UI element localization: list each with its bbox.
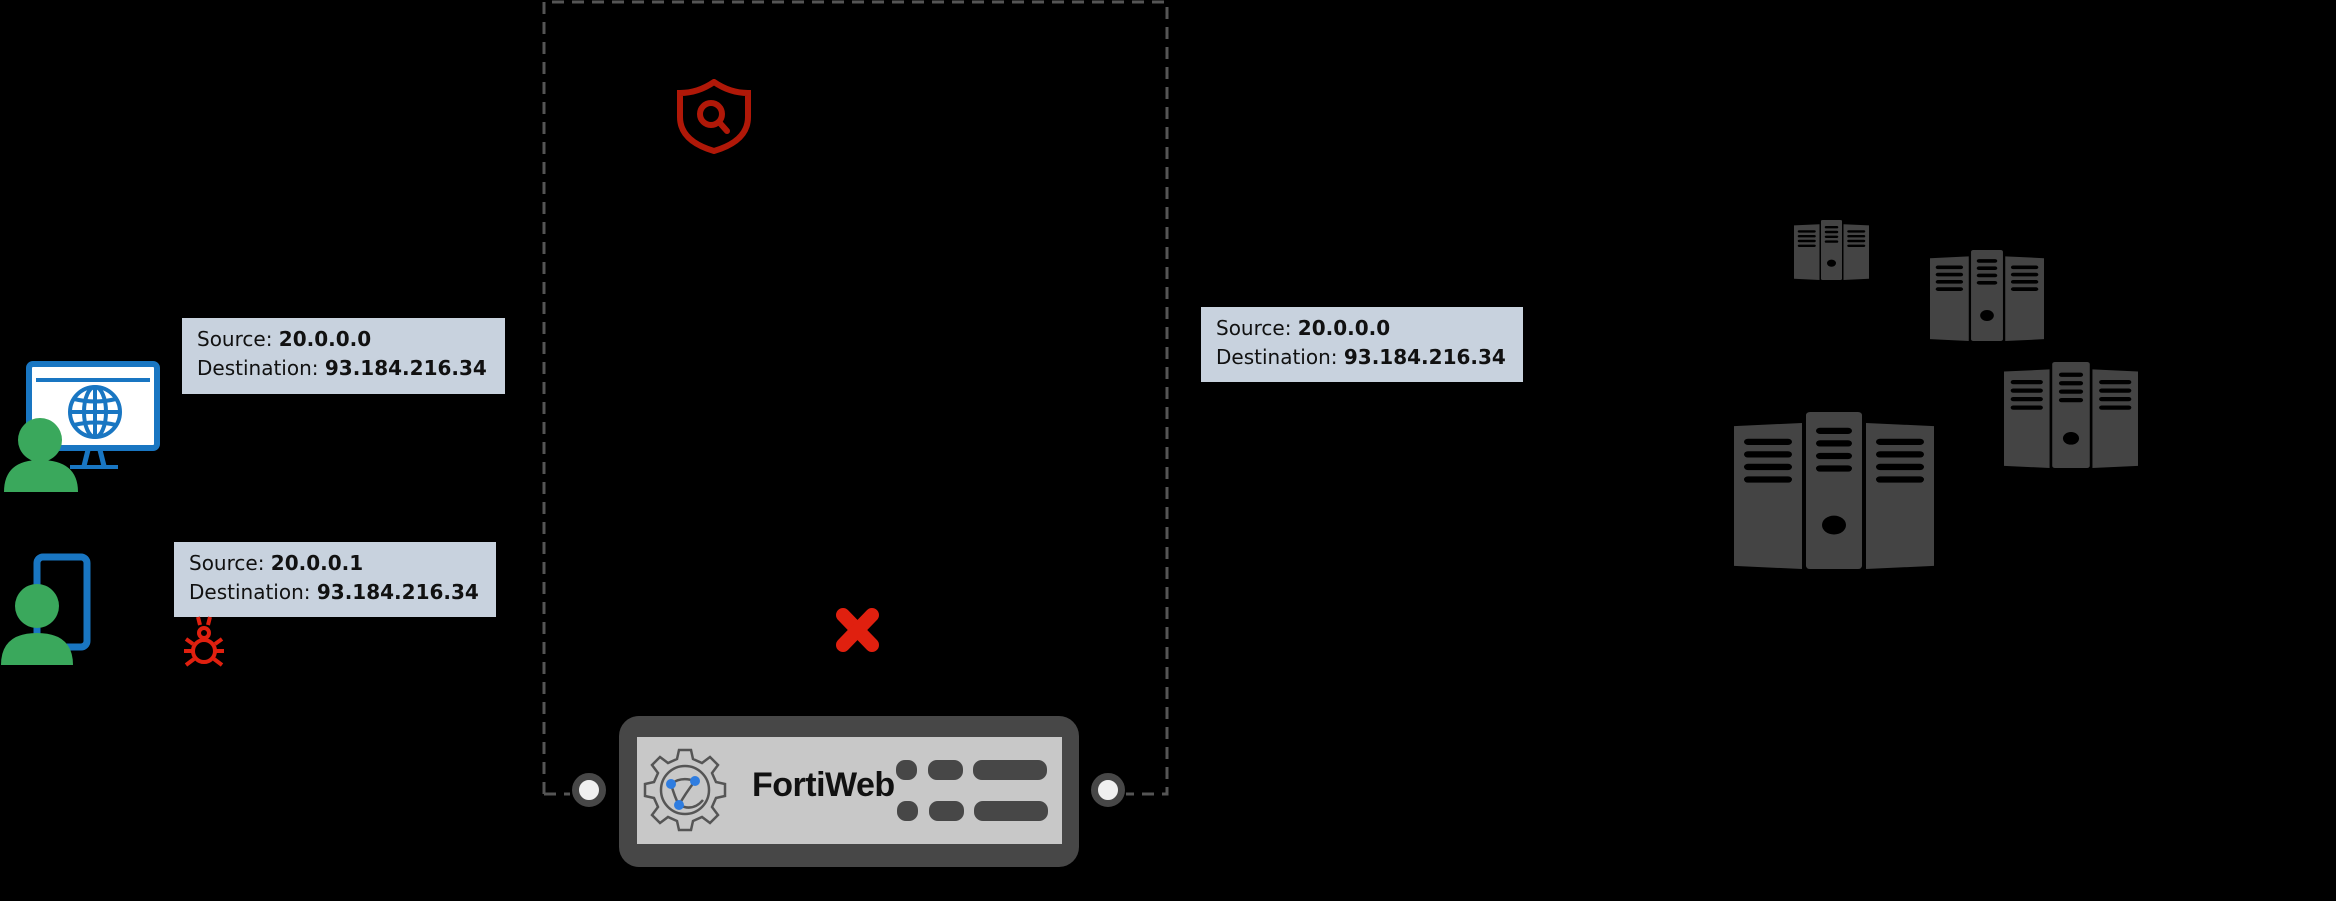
status-led (973, 760, 1047, 780)
device-faceplate: FortiWeb (637, 737, 1062, 844)
destination-ip: 93.184.216.34 (1343, 345, 1506, 369)
monitor-globe-icon (4, 361, 160, 492)
source-ip: 20.0.0.0 (1297, 316, 1391, 340)
blocked-x-icon (836, 608, 879, 652)
smartphone-icon (1, 553, 91, 665)
port-right (1091, 773, 1125, 807)
source-ip: 20.0.0.1 (270, 551, 364, 575)
status-led (896, 760, 917, 780)
destination-ip: 93.184.216.34 (316, 580, 479, 604)
packet-label-mobile: Source: 20.0.0.1 Destination: 93.184.216… (174, 542, 496, 617)
server-icon (1794, 220, 1869, 280)
destination-ip: 93.184.216.34 (324, 356, 487, 380)
status-led (929, 801, 964, 821)
status-led (928, 760, 963, 780)
packet-label-desktop: Source: 20.0.0.0 Destination: 93.184.216… (182, 318, 505, 394)
server-icon (1734, 412, 1934, 569)
fortiweb-device: FortiWeb (619, 716, 1079, 867)
server-icon (1930, 250, 2044, 341)
bug-icon (184, 616, 224, 667)
port-left (572, 773, 606, 807)
shield-search-icon (677, 79, 751, 154)
status-led (974, 801, 1048, 821)
packet-label-forwarded: Source: 20.0.0.0 Destination: 93.184.216… (1201, 307, 1523, 382)
status-led (897, 801, 918, 821)
server-icon (2004, 362, 2138, 468)
gear-network-icon (643, 748, 727, 832)
source-ip: 20.0.0.0 (278, 327, 372, 351)
device-name: FortiWeb (752, 766, 895, 804)
